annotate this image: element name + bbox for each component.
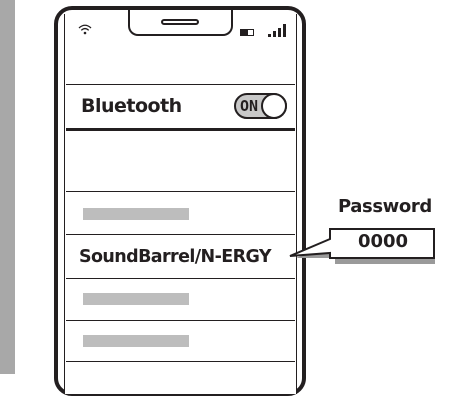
toggle-knob [261, 93, 287, 119]
list-divider [66, 234, 295, 235]
phone-screen [64, 14, 297, 394]
bluetooth-toggle[interactable]: ON [234, 93, 287, 119]
list-divider [66, 361, 295, 362]
list-divider [66, 320, 295, 321]
bluetooth-label: Bluetooth [81, 95, 182, 117]
toggle-state-label: ON [240, 97, 259, 115]
signal-icon [268, 24, 288, 37]
device-item-soundbarrel[interactable]: SoundBarrel/N-ERGY [79, 247, 272, 267]
password-callout [289, 228, 435, 264]
device-placeholder[interactable] [83, 335, 189, 347]
battery-icon [240, 29, 254, 36]
list-divider [66, 191, 295, 192]
password-title: Password [338, 196, 432, 217]
side-bar [0, 0, 15, 374]
password-value: 0000 [357, 231, 409, 252]
bluetooth-divider [66, 128, 295, 131]
wifi-icon [78, 24, 92, 35]
device-placeholder[interactable] [83, 208, 189, 220]
device-placeholder[interactable] [83, 293, 189, 305]
status-divider [66, 84, 295, 85]
list-divider [66, 278, 295, 279]
speaker-slot [161, 19, 199, 25]
